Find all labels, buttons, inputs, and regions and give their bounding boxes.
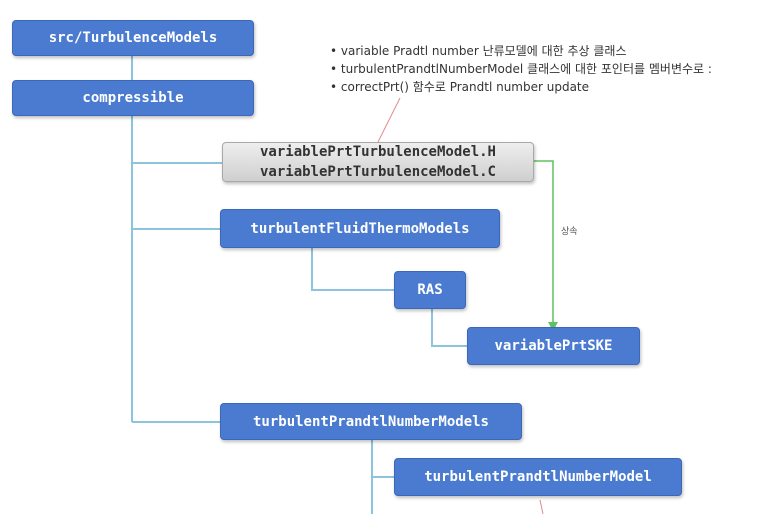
node-turbulentprandtlnumbermodels[interactable]: turbulentPrandtlNumberModels — [220, 403, 522, 440]
node-variableprt-turbulencemodel[interactable]: variablePrtTurbulenceModel.H variablePrt… — [222, 142, 534, 182]
node-ras[interactable]: RAS — [394, 271, 466, 309]
inheritance-label: 상속 — [561, 227, 578, 237]
node-label: compressible — [82, 90, 184, 106]
node-label: RAS — [417, 282, 443, 298]
node-turbulentprandtlnumbermodel[interactable]: turbulentPrandtlNumberModel — [394, 458, 682, 496]
note-item: variable Pradtl number 난류모델에 대한 추상 클래스 — [330, 42, 712, 60]
node-label-c: variablePrtTurbulenceModel.C — [259, 164, 496, 180]
node-turbulentfluidthermomodels[interactable]: turbulentFluidThermoModels — [220, 209, 500, 248]
callout-line-bottom — [539, 499, 544, 514]
node-label: turbulentFluidThermoModels — [250, 220, 470, 237]
note-item: turbulentPrandtlNumberModel 클래스에 대한 포인터를… — [330, 60, 712, 78]
node-compressible[interactable]: compressible — [12, 80, 254, 116]
connector-ras-ske — [431, 309, 467, 347]
connector-fluidThermo-ras — [311, 248, 394, 291]
inheritance-arrowhead — [548, 322, 558, 331]
node-label: turbulentPrandtlNumberModel — [424, 469, 652, 485]
node-label: turbulentPrandtlNumberModels — [252, 413, 489, 430]
callout-line-notes — [377, 97, 401, 143]
annotation-notes: variable Pradtl number 난류모델에 대한 추상 클래스 t… — [330, 42, 712, 96]
node-src-turbulencemodels[interactable]: src/TurbulenceModels — [12, 20, 254, 56]
node-label-h: variablePrtTurbulenceModel.H — [259, 144, 496, 160]
note-item: correctPrt() 함수로 Prandtl number update — [330, 78, 712, 96]
node-label: variablePrtSKE — [494, 338, 613, 354]
inheritance-arrow — [534, 160, 554, 325]
node-variableprtske[interactable]: variablePrtSKE — [467, 327, 640, 365]
node-label: src/TurbulenceModels — [48, 30, 218, 46]
